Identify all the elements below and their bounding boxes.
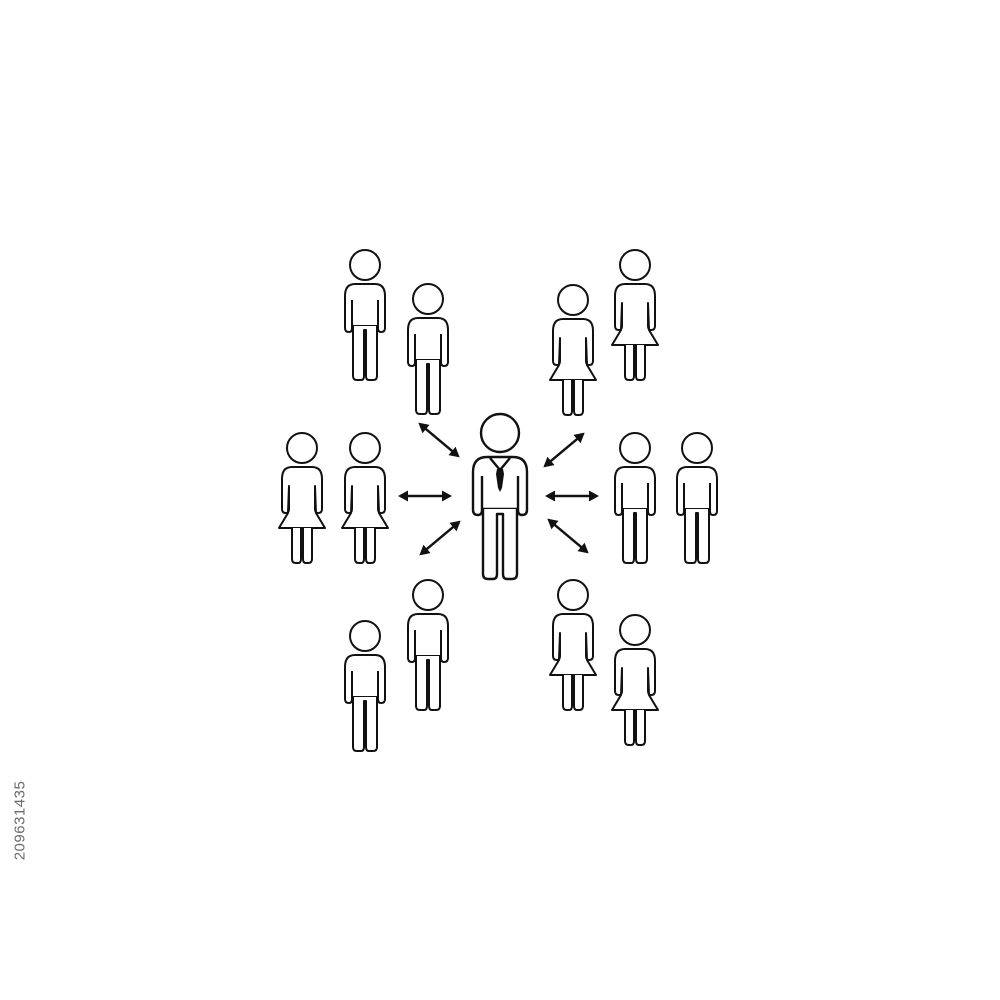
team-group-top-left (344, 249, 449, 415)
person-man-icon (407, 283, 449, 415)
team-group-bottom-left (344, 579, 449, 752)
double-arrow-icon (396, 489, 454, 503)
double-arrow-icon (542, 513, 594, 559)
stock-image-id: 209631435 (0, 760, 40, 880)
person-woman-icon (611, 614, 659, 746)
stock-image-id-text: 209631435 (11, 780, 29, 860)
person-man-icon (407, 579, 449, 711)
person-man-icon (344, 620, 386, 752)
person-woman-icon (611, 249, 659, 381)
person-woman-icon (549, 284, 597, 416)
person-man-icon (676, 432, 718, 564)
person-man-icon (614, 432, 656, 564)
team-group-left (278, 432, 389, 564)
team-group-right (614, 432, 718, 564)
person-woman-icon (549, 579, 597, 711)
team-group-bottom-right (549, 579, 659, 746)
double-arrow-icon (413, 417, 465, 463)
person-woman-icon (341, 432, 389, 564)
manager-icon (471, 412, 529, 581)
team-group-top-right (549, 249, 659, 416)
double-arrow-icon (538, 427, 590, 473)
person-man-icon (344, 249, 386, 381)
double-arrow-icon (543, 489, 601, 503)
person-woman-icon (278, 432, 326, 564)
double-arrow-icon (414, 515, 466, 561)
